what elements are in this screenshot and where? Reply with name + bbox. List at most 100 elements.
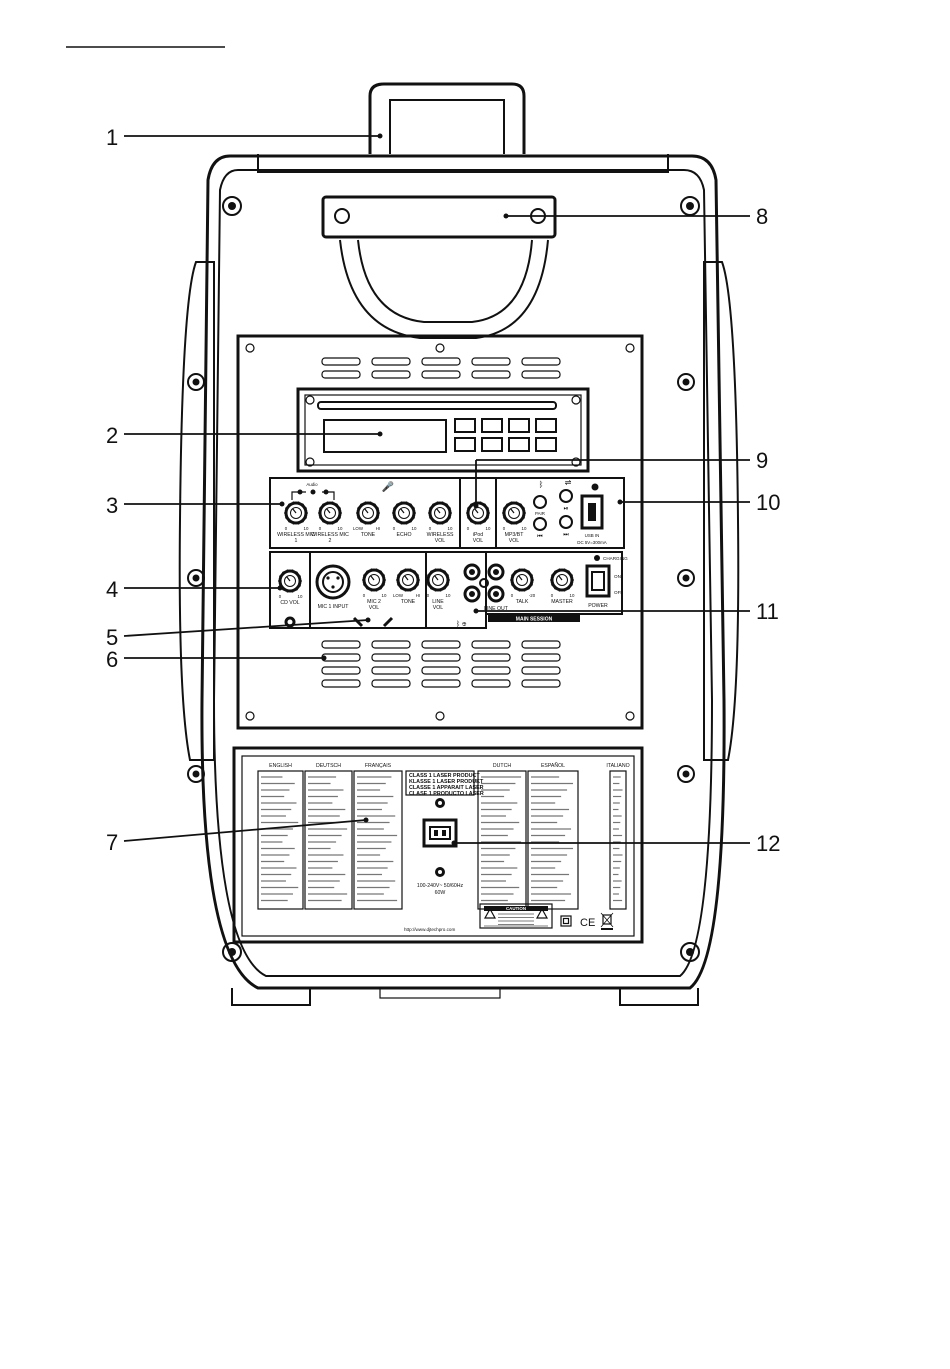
knob-label: WIRELESS (427, 532, 454, 538)
usb-label: USB IN (585, 533, 600, 538)
next-icon: ⏭ (563, 532, 569, 538)
control-plate (236, 334, 644, 730)
callout-7: 7 (106, 830, 118, 855)
callout-9: 9 (756, 448, 768, 473)
top-knob-3[interactable] (392, 501, 416, 525)
power-rating: 100-240V~ 50/60Hz (417, 883, 464, 889)
cd-player (296, 387, 590, 473)
knob-label: iPod (473, 532, 483, 538)
language-text-box (609, 770, 627, 910)
laser-line-2: KLASSE 1 LASER PRODUKT (409, 779, 484, 785)
charging-label: CHARGING (603, 556, 628, 561)
usb-port[interactable] (580, 494, 604, 530)
callout-11: 11 (756, 599, 779, 624)
callout-4: 4 (106, 577, 118, 602)
knob-max-label: 10 (382, 593, 387, 598)
vent-slot (321, 679, 361, 688)
weee-bin-icon (600, 912, 614, 930)
laser-line-1: CLASS 1 LASER PRODUCT (409, 773, 480, 779)
knob-min-label: 0 (467, 526, 470, 531)
ac-power-socket[interactable] (422, 818, 458, 848)
callout-2: 2 (106, 423, 118, 448)
bottom-knob-4[interactable] (510, 568, 534, 592)
line-out-label: LINE OUT (484, 606, 509, 612)
bottom-knob-0[interactable] (278, 569, 302, 593)
pair-button[interactable] (533, 495, 547, 509)
vent-slot (521, 653, 561, 662)
callout-5: 5 (106, 625, 118, 650)
next-button[interactable] (559, 515, 573, 529)
knob-max-label: 10 (412, 526, 417, 531)
main-session-label: MAIN SESSION (516, 617, 553, 623)
website: http://www.djtechpro.com (404, 927, 455, 932)
laser-line-4: CLASE 1 PRODUCTO LASER (409, 791, 484, 797)
vent-slot (421, 370, 461, 379)
top-knob-0[interactable] (284, 501, 308, 525)
vent-slot (421, 679, 461, 688)
knob-min-label: 0 (319, 526, 322, 531)
knob-min-label: 0 (511, 593, 514, 598)
vent-slot (521, 666, 561, 675)
mic-icon: 🎤 (382, 480, 395, 493)
ce-mark: CE (580, 917, 595, 929)
base-slot (379, 987, 501, 999)
cd-control-button[interactable] (535, 418, 557, 433)
caution-label: CAUTION (506, 906, 526, 911)
knob-label: CD VOL (280, 600, 299, 606)
knob-min-label: 0 (393, 526, 396, 531)
knob-max-label: 10 (448, 526, 453, 531)
knob-label: VOL (473, 538, 483, 544)
bottom-knob-3[interactable] (426, 568, 450, 592)
bottom-knob-5[interactable] (550, 568, 574, 592)
power-switch[interactable] (585, 564, 611, 598)
knob-min-label: 0 (427, 593, 430, 598)
language-text-box (353, 770, 403, 910)
vent-slot (471, 653, 511, 662)
knob-max-label: HI (416, 593, 420, 598)
prev-button[interactable] (533, 517, 547, 531)
cd-control-button[interactable] (454, 418, 476, 433)
knob-max-label: -20 (529, 593, 536, 598)
handle-bracket (321, 195, 557, 239)
bottom-knob-2[interactable] (396, 568, 420, 592)
pair-label: PAIR (535, 511, 545, 516)
knob-max-label: 10 (304, 526, 309, 531)
vent-slot (371, 357, 411, 366)
link-icon: ᛒ ⊕ (456, 620, 467, 628)
mic-1-input-jack[interactable] (315, 564, 351, 600)
cd-control-button[interactable] (481, 418, 503, 433)
bottom-knob-1[interactable] (362, 568, 386, 592)
vent-slot (521, 679, 561, 688)
rca-jacks[interactable] (463, 563, 505, 603)
cd-control-button[interactable] (454, 437, 476, 452)
vent-slot (421, 653, 461, 662)
power-label: POWER (588, 603, 608, 609)
vent-slot (521, 370, 561, 379)
usb-icon: ⇌ (565, 478, 572, 487)
knob-max-label: 10 (486, 526, 491, 531)
knob-label: 2 (329, 538, 332, 544)
language-text-box (304, 770, 353, 910)
cd-control-button[interactable] (508, 418, 530, 433)
cabinet (178, 154, 740, 1006)
play-pause-button[interactable] (559, 489, 573, 503)
power-watt: 60W (435, 890, 446, 896)
cd-control-button[interactable] (535, 437, 557, 452)
knob-label: VOL (433, 605, 443, 611)
top-knob-1[interactable] (318, 501, 342, 525)
knob-min-label: 0 (551, 593, 554, 598)
vent-slot (421, 357, 461, 366)
top-knob-2[interactable] (356, 501, 380, 525)
callout-8: 8 (756, 204, 768, 229)
cd-control-button[interactable] (481, 437, 503, 452)
vent-slot (471, 640, 511, 649)
knob-label: 1 (295, 538, 298, 544)
vent-slot (371, 653, 411, 662)
switch-off-label: OFF (614, 590, 623, 595)
cd-control-button[interactable] (508, 437, 530, 452)
top-knob-4[interactable] (428, 501, 452, 525)
knob-label: WIRELESS MIC (277, 532, 315, 538)
callout-6: 6 (106, 647, 118, 672)
top-knob-6[interactable] (502, 501, 526, 525)
